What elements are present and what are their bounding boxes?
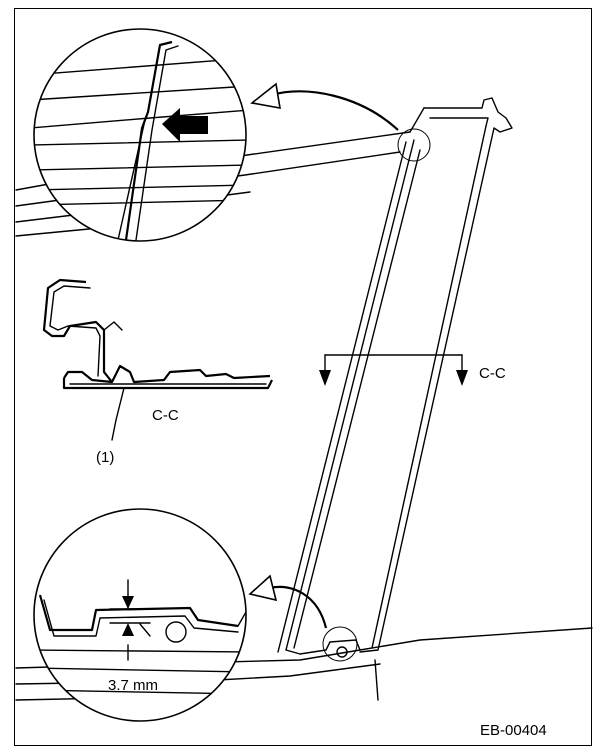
dimension-label: 3.7 mm xyxy=(108,677,158,694)
part-callout: (1) xyxy=(96,449,114,466)
section-label-profile: C-C xyxy=(152,407,179,424)
section-cut-line xyxy=(319,354,468,386)
detail-arrow-bottom xyxy=(248,574,328,629)
figure-frame xyxy=(14,8,592,746)
detail-circle-bottom xyxy=(33,508,247,722)
weatherstrip-profile xyxy=(42,278,273,441)
figure-code: EB-00404 xyxy=(480,722,547,739)
detail-circle-top xyxy=(33,28,247,242)
detail-arrow-top xyxy=(250,82,399,131)
section-label-right: C-C xyxy=(479,365,506,382)
pointer-arrow-icon xyxy=(162,108,208,142)
